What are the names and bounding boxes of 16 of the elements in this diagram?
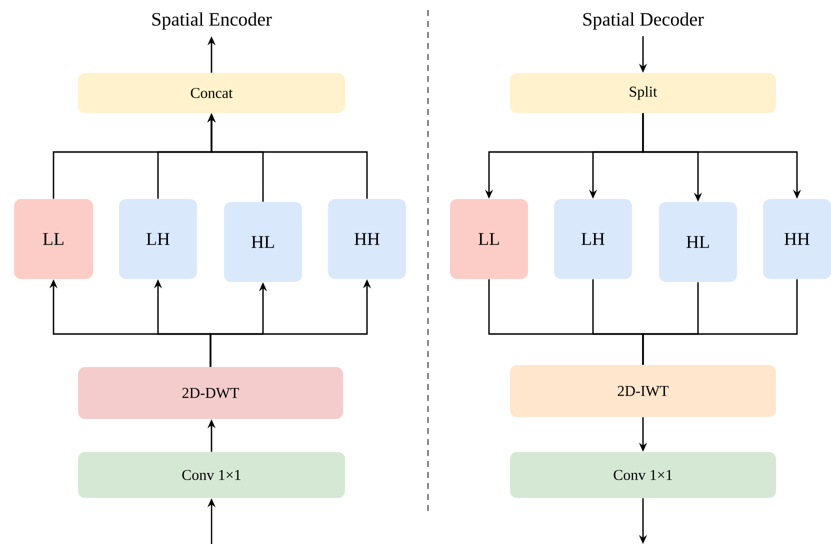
process-box: 2D-IWT bbox=[510, 365, 776, 417]
process-box: Concat bbox=[78, 73, 345, 113]
process-box: 2D-DWT bbox=[78, 367, 343, 419]
subband-box: LH bbox=[554, 199, 632, 279]
subband-box: HL bbox=[224, 202, 302, 282]
subband-box: LL bbox=[450, 199, 528, 279]
heading-text: Spatial Encoder bbox=[152, 12, 272, 30]
subband-box: HL bbox=[659, 202, 737, 282]
process-box: Conv 1×1 bbox=[510, 452, 776, 498]
process-box: Split bbox=[510, 73, 776, 113]
subband-box: LL bbox=[14, 199, 93, 279]
process-box: Conv 1×1 bbox=[78, 452, 345, 498]
subband-box: HH bbox=[328, 199, 406, 279]
subband-box: HH bbox=[763, 199, 831, 279]
subband-box: LH bbox=[119, 199, 197, 279]
heading-text: Spatial Decoder bbox=[583, 12, 704, 30]
